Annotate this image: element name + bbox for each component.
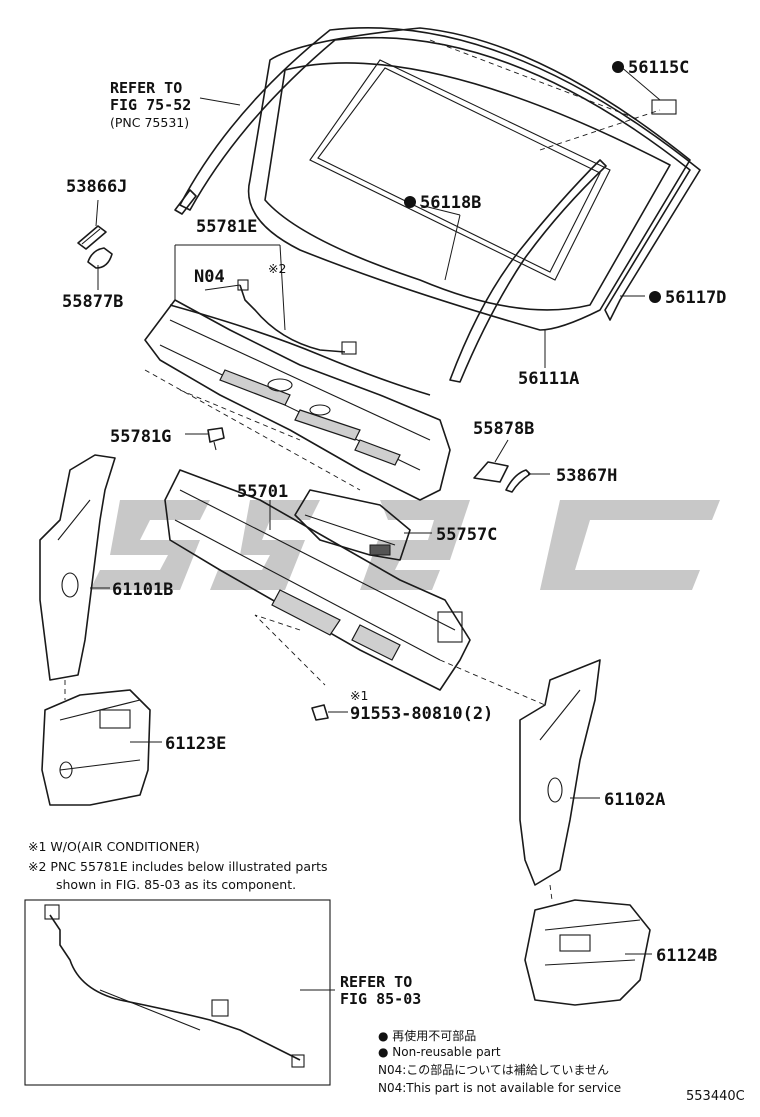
bolt-91553 [311, 704, 329, 721]
label-55877b: 55877B [62, 292, 123, 312]
refer-bottom-line2: FIG 85-03 [340, 990, 421, 1008]
figure-id: 553440C [686, 1089, 745, 1104]
legend-en2: N04:This part is not available for servi… [378, 1081, 621, 1095]
legend-jp2: N04:この部品については補給していません [378, 1062, 609, 1077]
label-61124b: 61124B [656, 946, 717, 966]
label-61123e: 61123E [165, 734, 226, 754]
label-55781e: 55781E [196, 217, 257, 237]
label-91553: 91553-80810(2) [350, 704, 493, 724]
non-reusable-dot [649, 291, 661, 303]
label-61101b: 61101B [112, 580, 173, 600]
windshield-molding [174, 27, 701, 383]
bracket-55757c [294, 489, 411, 561]
cowl-panel-55701 [164, 469, 471, 691]
clip-55781g [207, 427, 225, 451]
label-56111a: 56111A [518, 369, 579, 389]
pillar-left-61101b [39, 454, 116, 700]
pillar-lower-right-61124b [524, 899, 651, 1006]
refer-top-line3: (PNC 75531) [110, 115, 189, 130]
label-53866j: 53866J [66, 177, 127, 197]
label-61102a: 61102A [604, 790, 665, 810]
legend-jp1: ● 再使用不可部品 [378, 1028, 476, 1043]
part-56115c-shape [651, 99, 677, 115]
note-2b: shown in FIG. 85-03 as its component. [56, 877, 296, 892]
cowl-top-panel [144, 299, 451, 501]
label-56115c: 56115C [628, 58, 689, 78]
non-reusable-dot [612, 61, 624, 73]
refer-top-line2: FIG 75-52 [110, 96, 191, 114]
pillar-right-61102a [519, 659, 601, 901]
label-55757c: 55757C [436, 525, 497, 545]
legend-en1: ● Non-reusable part [378, 1045, 501, 1059]
watermark-logo [90, 500, 720, 590]
note-1: ※1 W/O(AIR CONDITIONER) [28, 839, 200, 854]
clip-parts-left [77, 225, 113, 269]
label-56118b: 56118B [420, 193, 481, 213]
label-55878b: 55878B [473, 419, 534, 439]
non-reusable-dot [404, 196, 416, 208]
windshield-glass [247, 27, 691, 331]
refer-bottom-line1: REFER TO [340, 973, 412, 991]
clip-parts-right [473, 461, 531, 493]
cowl-seal [169, 304, 431, 396]
label-55701: 55701 [237, 482, 288, 502]
refer-top-line1: REFER TO [110, 79, 182, 97]
label-n04: N04 [194, 267, 225, 287]
label-mark2: ※2 [268, 261, 286, 276]
label-mark1: ※1 [350, 688, 368, 703]
label-55781g: 55781G [110, 427, 171, 447]
note-2a: ※2 PNC 55781E includes below illustrated… [28, 859, 328, 874]
label-53867h: 53867H [556, 466, 617, 486]
connector-shape [341, 341, 357, 355]
leader-lines [90, 65, 661, 991]
inset-harness [44, 904, 305, 1068]
pillar-lower-left-61123e [41, 689, 151, 806]
inset-box [24, 899, 331, 1086]
harness-wire [239, 284, 346, 353]
label-56117d: 56117D [665, 288, 726, 308]
